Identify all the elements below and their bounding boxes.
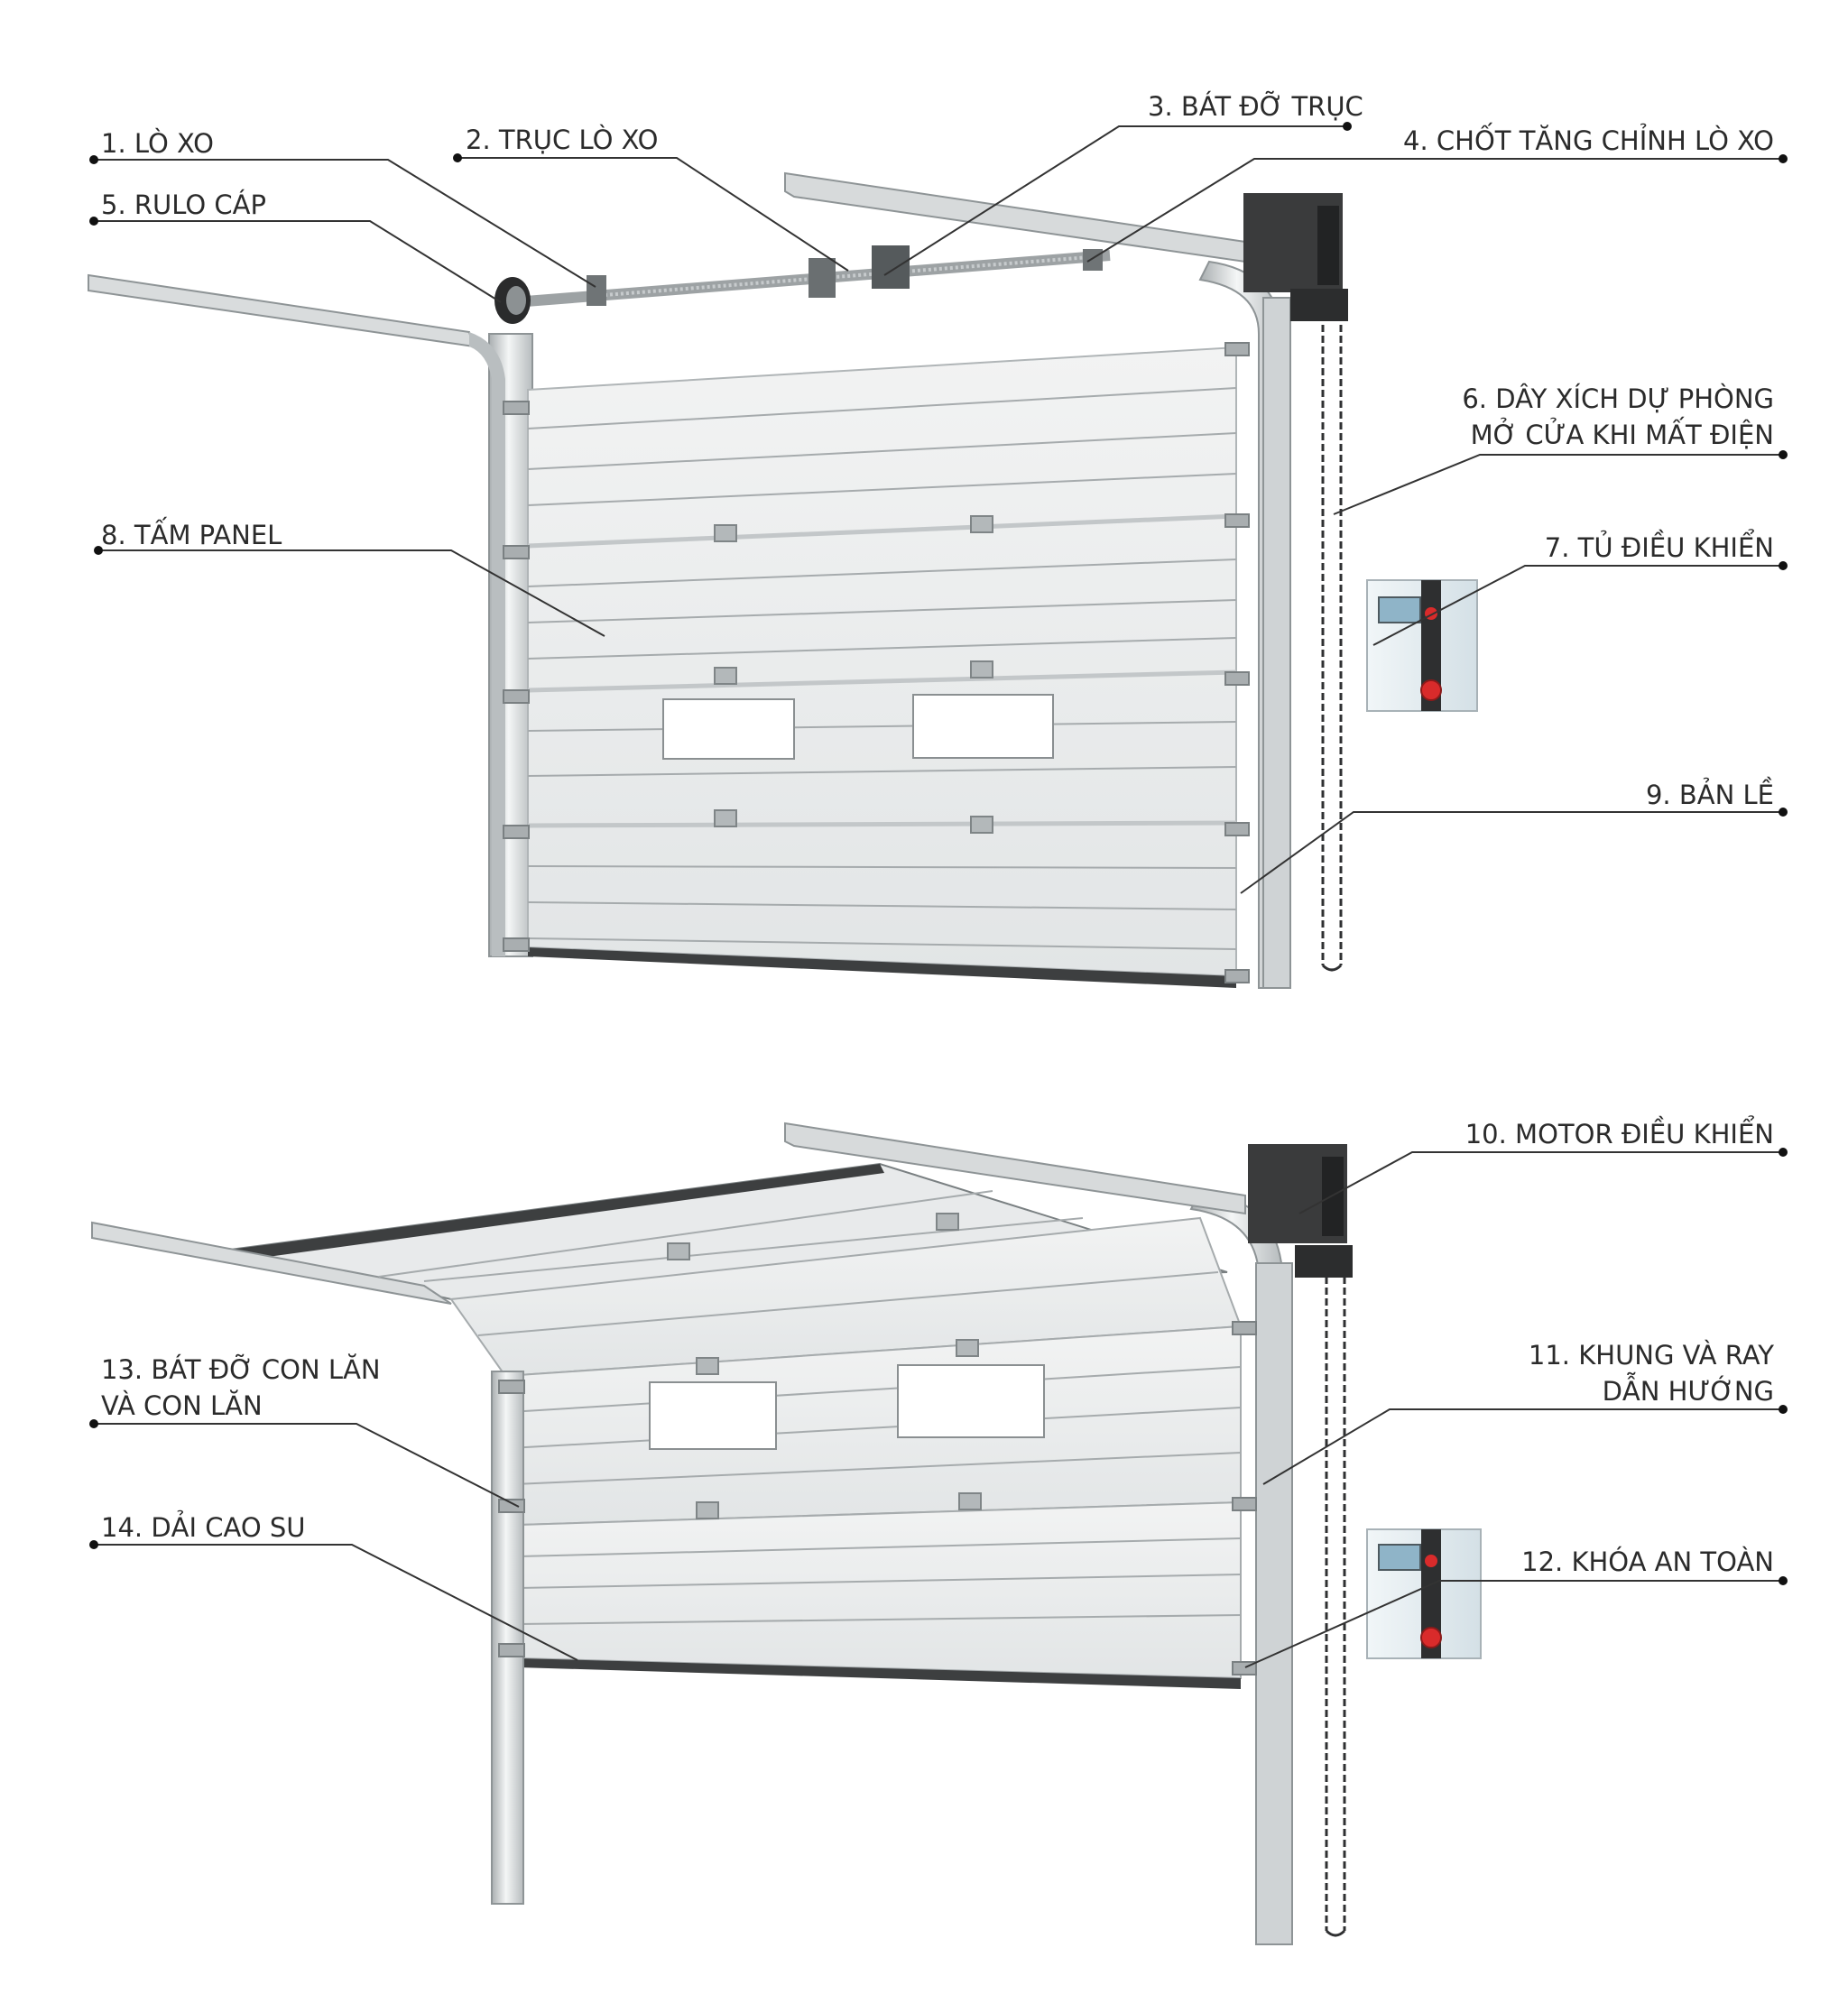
bottom-rubber-strip (528, 947, 1236, 988)
door-window-left-2 (649, 1381, 777, 1450)
side-roller-brackets (503, 342, 1250, 983)
label-roller-bracket-line1: 13. BÁT ĐỠ CON LĂN (101, 1354, 381, 1385)
center-hinges (714, 515, 993, 834)
door-window-right-2 (897, 1364, 1045, 1438)
label-spring: 1. LÒ XO (101, 128, 214, 159)
shaft-bearing-bracket (808, 258, 836, 298)
label-roller-bracket-line2: VÀ CON LĂN (101, 1390, 263, 1421)
label-hinge: 9. BẢN LỀ (1646, 777, 1774, 810)
label-shaft-bearing: 3. BÁT ĐỠ TRỤC (1148, 91, 1363, 122)
spring-bracket-1 (587, 275, 606, 306)
door-window-right (912, 694, 1054, 759)
label-control-box: 7. TỦ ĐIỀU KHIỂN (1545, 530, 1774, 563)
left-track-curve (469, 332, 505, 956)
spring-adjust-pin (1083, 249, 1103, 271)
label-safety-lock: 12. KHÓA AN TOÀN (1521, 1546, 1774, 1577)
label-rubber-strip: 14. DẢI CAO SU (101, 1511, 306, 1543)
callout-labels: 1. LÒ XO 2. TRỤC LÒ XO 3. BÁT ĐỠ TRỤC 4.… (101, 91, 1774, 1577)
right-horizontal-track-2 (784, 1122, 1246, 1215)
label-spring-adjust-pin: 4. CHỐT TĂNG CHỈNH LÒ XO (1403, 123, 1774, 156)
door-window-left (662, 698, 795, 760)
label-backup-chain-line2: MỞ CỬA KHI MẤT ĐIỆN (1471, 417, 1774, 450)
backup-chain-bottom (1325, 1277, 1346, 1937)
label-panel: 8. TẤM PANEL (101, 517, 282, 550)
label-motor: 10. MOTOR ĐIỀU KHIỂN (1465, 1116, 1774, 1149)
left-horizontal-track-2 (91, 1221, 452, 1305)
bottom-rubber-strip-2 (519, 1658, 1241, 1689)
leader-dots (89, 122, 1788, 1585)
label-backup-chain-line1: 6. DÂY XÍCH DỰ PHÒNG (1462, 383, 1774, 414)
right-frame-post-2 (1255, 1262, 1293, 1945)
right-horizontal-track (784, 171, 1246, 263)
label-frame-track-line2: DẪN HƯỚNG (1603, 1373, 1774, 1407)
door-panel-face (527, 346, 1237, 978)
left-frame-post-2 (491, 1371, 524, 1905)
leader-lines (95, 125, 1782, 1668)
door-opening (91, 1122, 1482, 1945)
left-horizontal-track (88, 273, 476, 348)
door-panel-lower (518, 1500, 1242, 1680)
right-frame-post (1262, 297, 1291, 989)
label-cable-drum: 5. RULO CÁP (101, 189, 266, 220)
panel-grooves (527, 387, 1237, 950)
door-closed (88, 171, 1478, 989)
backup-chain-top (1321, 325, 1343, 972)
label-spring-shaft: 2. TRỤC LÒ XO (466, 125, 658, 155)
label-frame-track-line1: 11. KHUNG VÀ RAY (1529, 1340, 1774, 1371)
